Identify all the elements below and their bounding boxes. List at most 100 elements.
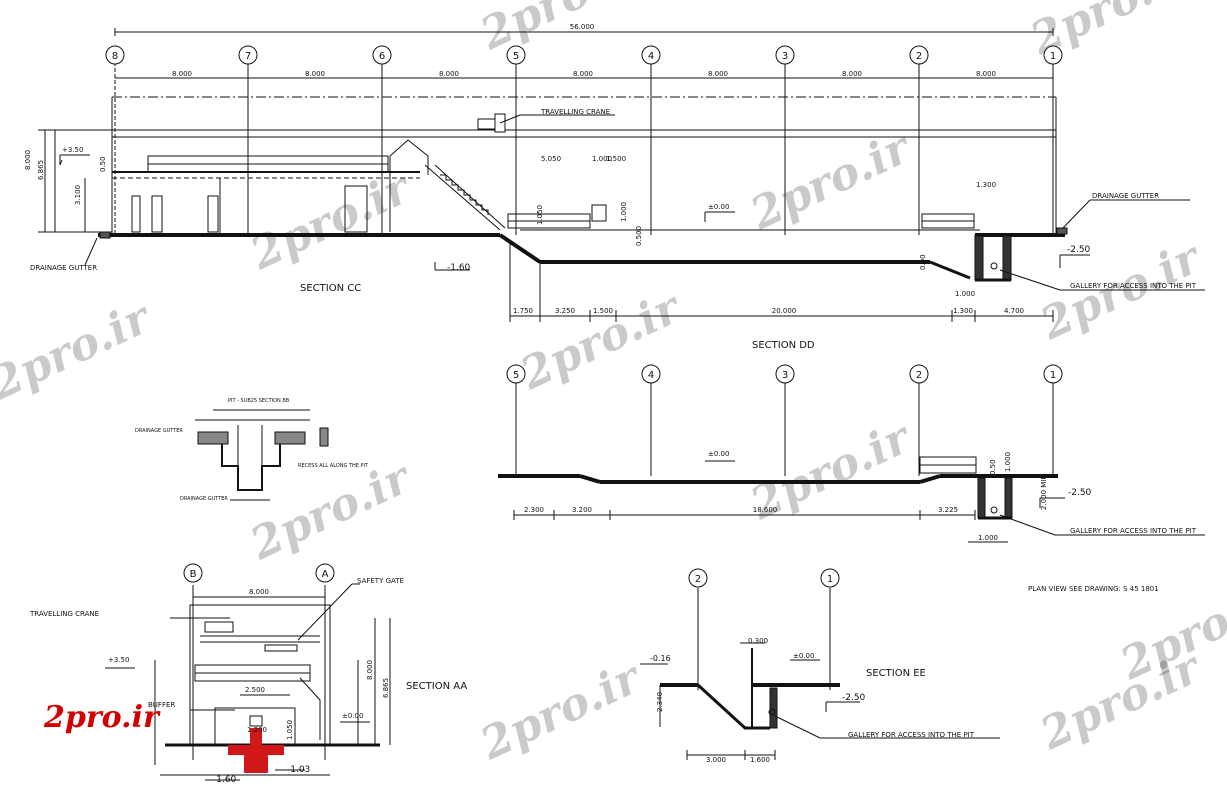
dim-ee-h: 2.340 (656, 692, 664, 712)
svg-text:A: A (322, 569, 329, 580)
level-minus016: -0.16 (650, 654, 671, 663)
level-minus250: -2.50 (1067, 245, 1091, 255)
dim-1300: 1.300 (976, 181, 996, 189)
dim-dd-pit2: 0.90 (919, 254, 927, 270)
title-section-aa: SECTION AA (406, 681, 467, 692)
svg-text:2: 2 (916, 370, 922, 381)
dim-dd-pit1: 1.000 (955, 290, 975, 298)
grid-bubble-5: 5 (506, 364, 526, 384)
watermark: 2pro.ir (1032, 231, 1210, 350)
watermark: 2pro.ir (472, 0, 650, 60)
dim-dd-f: 0.50 (989, 459, 997, 475)
dim-dd-b3: 1.500 (593, 307, 613, 315)
level-minus160-aa: -1.60 (213, 775, 237, 785)
dim-aa-h1: 8.000 (366, 660, 374, 680)
svg-text:5: 5 (513, 51, 519, 62)
dim-dd-d: 3.225 (938, 506, 958, 514)
dim-dd-b2: 3.250 (555, 307, 575, 315)
title-section-dd: SECTION DD (752, 340, 815, 351)
dim-aa-w1: 2.500 (245, 686, 265, 694)
watermark: 2pro.ir (512, 281, 690, 400)
level-zero-ee: ±0.00 (793, 652, 814, 660)
section-ee (640, 588, 1000, 760)
dim-0500: 0.500 (635, 226, 643, 246)
grid-bubble-4: 4 (641, 364, 661, 384)
dim-5050: 5.050 (541, 155, 561, 163)
label-gallery-cc: GALLERY FOR ACCESS INTO THE PIT (1070, 282, 1197, 290)
dim-bay: 8.000 (842, 70, 862, 78)
grid-bubble-3: 3 (775, 45, 795, 65)
grid-bubble-2: 2 (909, 45, 929, 65)
dim-dd-h: 2.000 MIN (1040, 474, 1048, 510)
section-dd (498, 383, 1205, 543)
level-minus160: -1.60 (447, 263, 471, 273)
grid-bubble-7: 7 (238, 45, 258, 65)
dim-dd-c: 18.600 (753, 506, 778, 514)
svg-text:B: B (190, 569, 197, 580)
grid-bubble-3: 3 (775, 364, 795, 384)
dim-bay: 8.000 (172, 70, 192, 78)
dim-dd-a: 2.300 (524, 506, 544, 514)
dim-dd-b: 3.200 (572, 506, 592, 514)
section-aa (105, 583, 391, 781)
svg-text:2: 2 (916, 51, 922, 62)
dim-overall: 56.000 (570, 23, 595, 31)
svg-text:2: 2 (695, 574, 701, 585)
dim-1000b: 1.000 (620, 202, 628, 222)
dd-text: SECTION DD ±0.00 2.300 3.200 18.600 3.22… (524, 340, 1197, 593)
pit-detail-gutter2: DRAINAGE GUTTER (180, 496, 228, 502)
watermark: 2pro.ir (242, 451, 420, 570)
svg-text:3: 3 (782, 370, 788, 381)
level-minus250-ee: -2.50 (842, 693, 866, 703)
label-travelling-crane: TRAVELLING CRANE (540, 108, 610, 116)
dd-grid-bubbles: 5 4 3 2 1 (506, 364, 1063, 384)
dim-bay: 8.000 (305, 70, 325, 78)
watermark: 2pro.ir (742, 121, 920, 240)
dim-dd-g: 1.000 (1004, 452, 1012, 472)
level-zero: ±0.00 (708, 450, 729, 458)
label-drainage-gutter-right: DRAINAGE GUTTER (1092, 192, 1159, 200)
svg-text:7: 7 (245, 51, 251, 62)
grid-bubble-1: 1 (820, 568, 840, 588)
aa-grid-bubbles: B A (183, 563, 335, 583)
dim-dd-b4: 20.000 (772, 307, 797, 315)
watermark: 2pro.ir (0, 291, 160, 410)
watermark: 2pro.ir (472, 651, 650, 770)
label-drainage-gutter-left: DRAINAGE GUTTER (30, 264, 97, 272)
svg-text:1: 1 (827, 574, 833, 585)
dim-bay: 8.000 (573, 70, 593, 78)
dim-cc-h2: 6.865 (37, 160, 45, 180)
dim-dd-b5: 1.300 (953, 307, 973, 315)
dim-1000: 1.000 (592, 155, 612, 163)
label-safety-gate: SAFETY GATE (357, 577, 404, 585)
svg-text:4: 4 (648, 370, 654, 381)
dim-aa-w2: 1.200 (247, 726, 267, 734)
dim-1050: 1.050 (536, 205, 544, 225)
cc-grid-bubbles: 8 7 6 5 4 3 2 1 (105, 45, 1063, 65)
dim-1500: 1.500 (606, 155, 626, 163)
title-section-cc: SECTION CC (300, 283, 361, 294)
svg-text:5: 5 (513, 370, 519, 381)
pit-detail-title: PIT - SUB25 SECTION BB (228, 398, 290, 404)
level-zero-aa: ±0.00 (342, 712, 363, 720)
dim-ee-w3: 1.600 (750, 756, 770, 764)
grid-bubble-1: 1 (1043, 364, 1063, 384)
grid-bubble-6: 6 (372, 45, 392, 65)
dim-cc-left-h: 8.000 (24, 150, 32, 170)
grid-bubble-4: 4 (641, 45, 661, 65)
svg-text:3: 3 (782, 51, 788, 62)
dim-bay: 8.000 (439, 70, 459, 78)
aa-text: 8.000 SAFETY GATE TRAVELLING CRANE +3.50… (29, 577, 467, 785)
level-minus250: -2.50 (1068, 488, 1092, 498)
label-buffer: BUFFER (148, 701, 175, 709)
grid-bubble-a: A (315, 563, 335, 583)
dim-ee-w2: 3.000 (706, 756, 726, 764)
svg-text:4: 4 (648, 51, 654, 62)
cc-grid-lines (114, 62, 1054, 235)
pit-detail-gutter: DRAINAGE GUTTER (135, 428, 183, 434)
ee-text: 0.300 -0.16 ±0.00 SECTION EE -2.50 2.340… (650, 637, 975, 764)
section-cc (38, 28, 1205, 322)
pit-detail-text: PIT - SUB25 SECTION BB DRAINAGE GUTTER D… (135, 398, 369, 502)
dim-dd-e: 1.000 (978, 534, 998, 542)
